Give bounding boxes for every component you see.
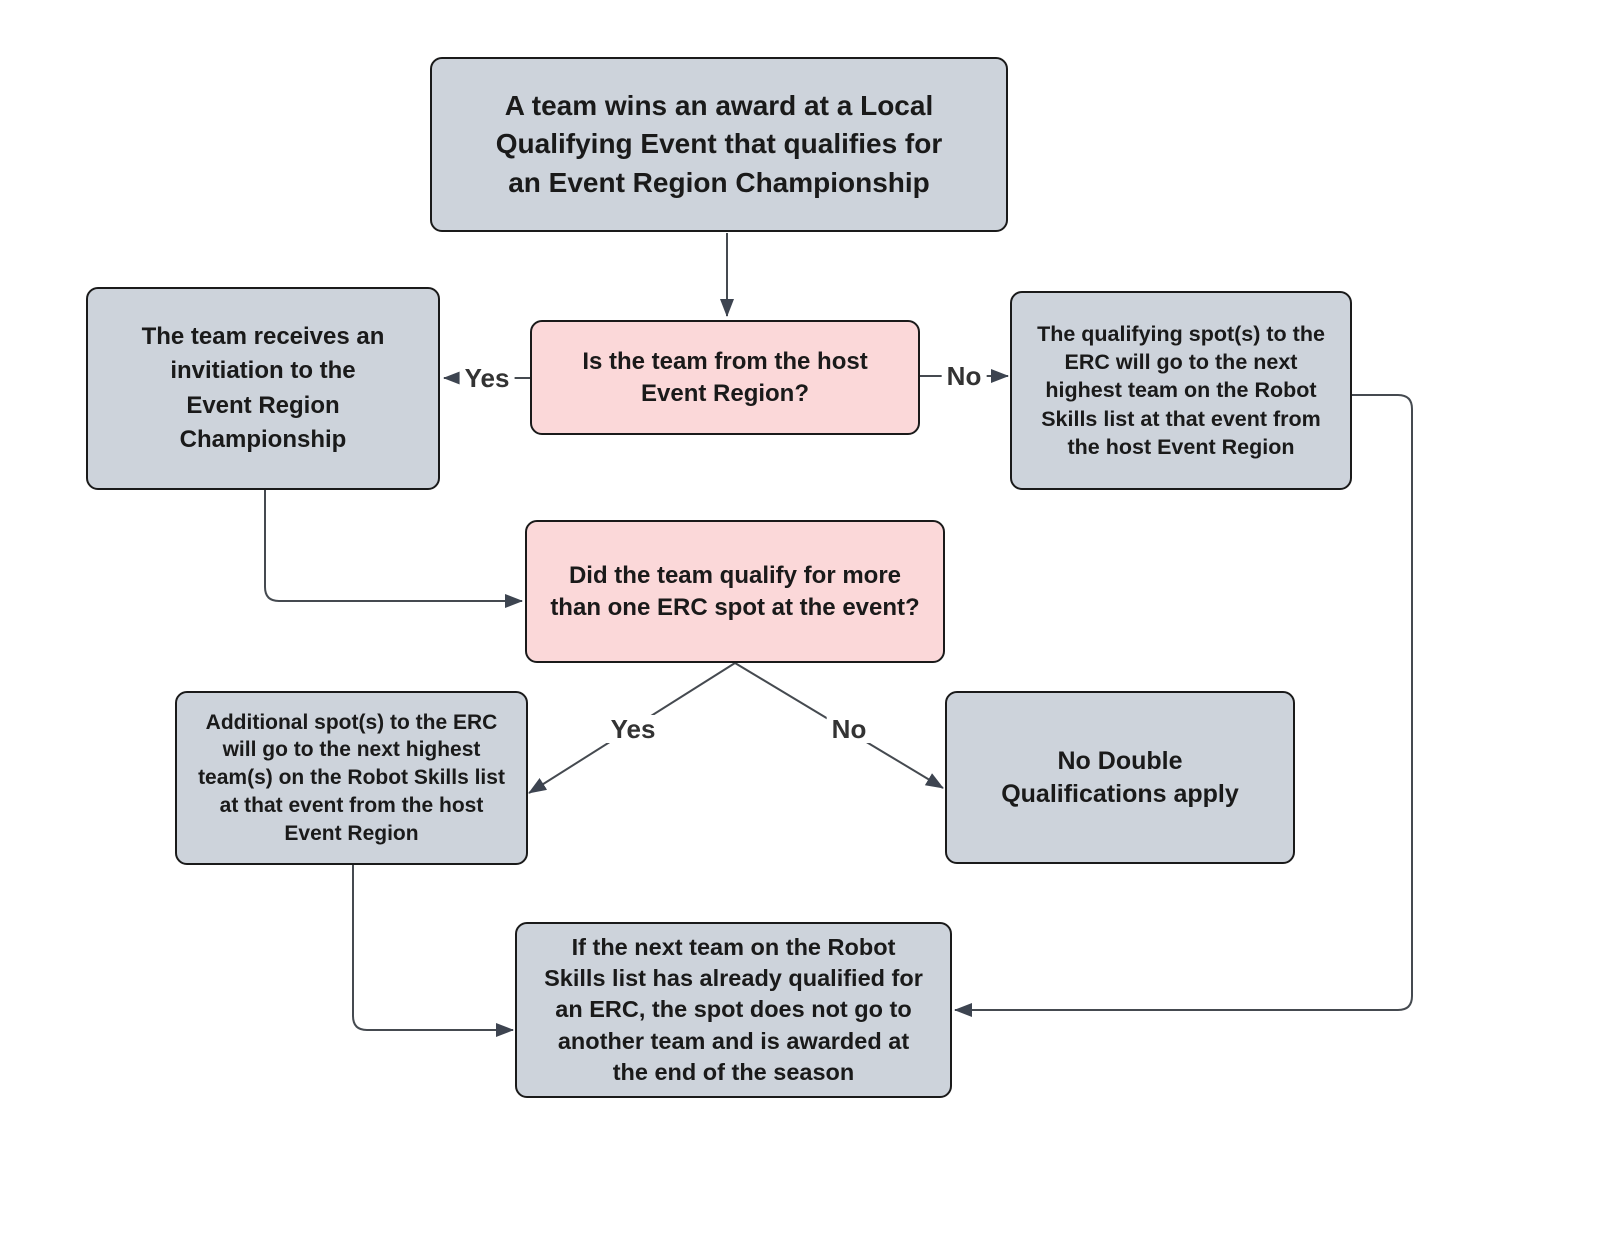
edge-qualifying-to-season-end (954, 394, 1413, 1017)
edge-invitation-to-multi-question (264, 490, 523, 608)
node-start: A team wins an award at a Local Qualifyi… (430, 57, 1008, 232)
node-invitation-text: The team receives an invitiation to the … (141, 323, 385, 453)
node-additional-spots-text: Additional spot(s) to the ERC will go to… (198, 710, 505, 845)
node-season-end: If the next team on the Robot Skills lis… (515, 922, 952, 1098)
edge-additional-to-season-end (352, 865, 514, 1037)
node-question-host-region: Is the team from the host Event Region? (530, 320, 920, 435)
node-additional-spots: Additional spot(s) to the ERC will go to… (175, 691, 528, 865)
node-no-double-qualifications: No Double Qualifications apply (945, 691, 1295, 864)
node-qualifying-spots-text: The qualifying spot(s) to the ERC will g… (1037, 321, 1325, 460)
edge-label-host-yes: Yes (459, 364, 515, 392)
node-question-host-region-text: Is the team from the host Event Region? (582, 347, 868, 407)
node-question-multiple-spots: Did the team qualify for more than one E… (525, 520, 945, 663)
edge-label-multi-yes: Yes (605, 715, 661, 743)
node-no-double-qualifications-text: No Double Qualifications apply (1001, 746, 1239, 808)
node-question-multiple-spots-text: Did the team qualify for more than one E… (550, 561, 920, 621)
node-qualifying-spots: The qualifying spot(s) to the ERC will g… (1010, 291, 1352, 490)
node-season-end-text: If the next team on the Robot Skills lis… (544, 934, 923, 1085)
node-invitation: The team receives an invitiation to the … (86, 287, 440, 490)
edge-label-multi-no: No (826, 715, 872, 743)
node-start-text: A team wins an award at a Local Qualifyi… (495, 89, 943, 198)
edge-label-host-no: No (941, 362, 987, 390)
